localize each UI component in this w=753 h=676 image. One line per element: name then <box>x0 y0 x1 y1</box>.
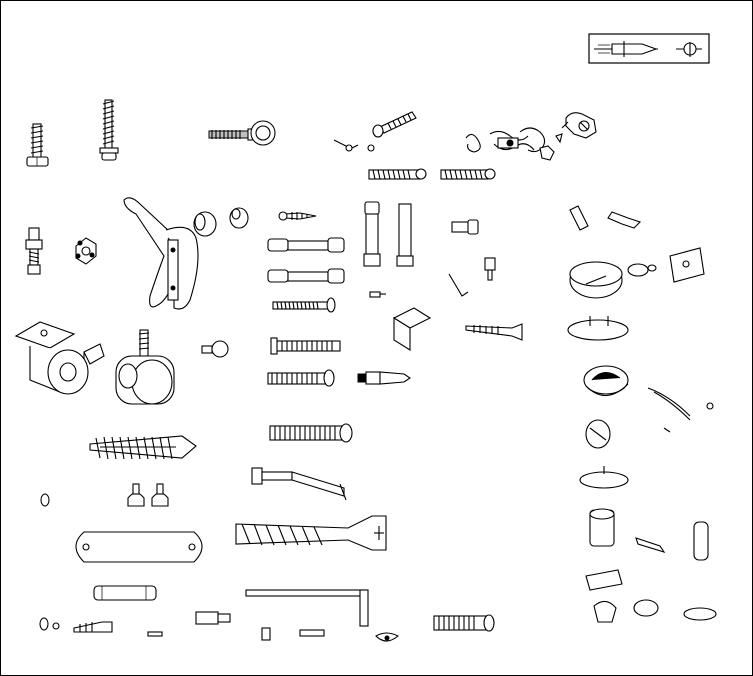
cup-fitting-icon <box>193 207 249 237</box>
legend-box <box>588 33 710 64</box>
long-allen-key-icon <box>245 589 369 627</box>
angle-bracket-icon <box>392 307 432 351</box>
shelf-support-icon <box>567 316 714 489</box>
small-ring-icon <box>40 483 169 507</box>
double-coat-hook-icon <box>123 197 199 310</box>
wood-screw-washer-icon <box>99 99 119 161</box>
cam-disc-icon <box>569 261 657 299</box>
right-bracket-icon <box>669 247 705 283</box>
caster-wheel-icon <box>14 321 105 395</box>
allen-key-icon <box>448 273 469 297</box>
bolt-stack-icon <box>267 337 353 443</box>
cone-bolt-icon <box>357 371 411 385</box>
decorative-bracket-icon <box>465 127 563 161</box>
hinge-plate-icon <box>75 531 203 563</box>
small-screw-icon <box>278 211 317 221</box>
lag-screw-right-icon <box>465 323 523 341</box>
long-screw-icon <box>372 111 417 138</box>
hollow-wall-anchor-icon <box>251 467 347 501</box>
dowel-pin-icon <box>93 585 157 601</box>
right-small-screw-icon <box>569 205 642 231</box>
tiny-pin-icon <box>369 291 386 298</box>
machine-screw-nut-icon <box>26 123 49 167</box>
tiny-hook-icon <box>333 139 375 152</box>
hex-nut-cluster-icon <box>75 237 97 265</box>
ball-knob-icon <box>201 340 229 358</box>
ball-caster-icon <box>115 329 175 405</box>
right-bottom-parts-icon <box>585 508 717 623</box>
vertical-dowel-icon <box>363 201 414 267</box>
connector-dowel-icon <box>267 237 345 284</box>
small-knob-icon <box>451 219 496 281</box>
cam-lock-icon <box>561 112 597 139</box>
threaded-rod-icon <box>272 297 336 313</box>
long-bolt-pair-icon <box>368 168 496 180</box>
connector-bolt-icon <box>25 227 43 275</box>
bottom-small-parts-icon <box>39 611 399 642</box>
lag-screw-icon <box>235 515 387 551</box>
drywall-anchor-icon <box>89 435 197 460</box>
bottom-bolt-icon <box>433 614 495 632</box>
eye-bolt-icon <box>208 120 276 146</box>
